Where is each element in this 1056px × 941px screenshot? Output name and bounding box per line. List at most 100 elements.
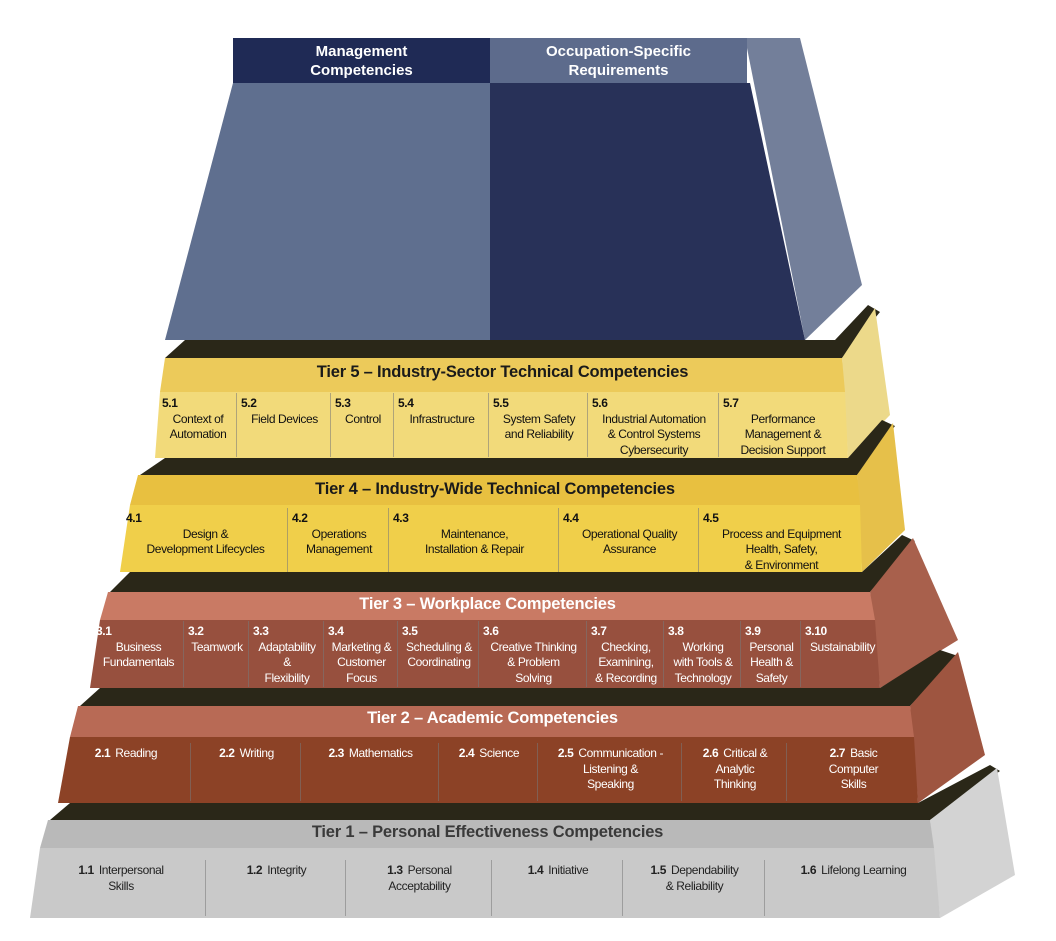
tier4-title-bg	[130, 475, 860, 505]
competency-label: Operations Management	[305, 526, 373, 557]
competency-number: 4.4	[563, 511, 579, 525]
competency-label: Critical & Analytic Thinking	[713, 746, 768, 791]
competency-label: Personal Acceptability	[388, 863, 452, 893]
competency-label: Mathematics	[348, 746, 413, 760]
competency-label: Initiative	[548, 863, 589, 877]
competency-number: 5.6	[592, 396, 608, 410]
competency-number: 3.7	[591, 624, 607, 638]
competency-number: 4.3	[393, 511, 409, 525]
tier1-items-bg	[30, 848, 940, 918]
competency-block: 1.1 Interpersonal Skills	[35, 860, 205, 916]
competency-label: System Safety and Reliability	[502, 411, 576, 442]
competency-label: Field Devices	[251, 411, 318, 426]
competency-label: Adaptability & Flexibility	[258, 639, 316, 685]
competency-number: 5.3	[335, 396, 351, 410]
tier5-items-bg	[155, 392, 848, 458]
competency-label: Context of Automation	[169, 411, 227, 442]
competency-number: 4.1	[126, 511, 142, 525]
competency-number: 1.4	[527, 863, 544, 877]
tier3-title-bg	[100, 592, 875, 620]
competency-label: Communication - Listening & Speaking	[578, 746, 664, 791]
competency-label: Performance Management & Decision Suppor…	[740, 411, 826, 457]
competency-label: Interpersonal Skills	[98, 863, 164, 893]
competency-label: Scheduling & Coordinating	[406, 639, 472, 670]
tier1-shelf	[50, 765, 1000, 820]
tier4-side	[857, 423, 905, 572]
competency-number: 2.6	[702, 746, 719, 760]
competency-number: 5.5	[493, 396, 509, 410]
competency-number: 2.7	[829, 746, 846, 760]
competency-number: 1.1	[78, 863, 94, 877]
competency-label: Creative Thinking & Problem Solving	[490, 639, 577, 685]
competency-number: 4.5	[703, 511, 719, 525]
competency-label: Personal Health & Safety	[749, 639, 794, 685]
competency-number: 4.2	[292, 511, 308, 525]
competency-label: Infrastructure	[409, 411, 475, 426]
tier4-shelf	[140, 420, 895, 475]
competency-number: 2.1	[94, 746, 111, 760]
management-competencies-header: Management Competencies	[310, 43, 413, 79]
competency-number: 3.5	[402, 624, 418, 638]
competency-label: Process and Equipment Health, Safety, & …	[721, 526, 841, 572]
competency-number: 1.3	[387, 863, 403, 877]
tier5-shelf	[165, 305, 880, 358]
competency-number: 3.2	[188, 624, 204, 638]
competency-label: Writing	[239, 746, 275, 760]
competency-number: 1.6	[800, 863, 817, 877]
competency-block: 2.5 Communication - Listening & Speaking	[537, 743, 681, 801]
competency-label: Teamwork	[191, 639, 243, 654]
tier4-title: Tier 4 – Industry-Wide Technical Compete…	[315, 480, 675, 498]
competency-label: Control	[345, 411, 381, 426]
top-block-side	[745, 38, 862, 340]
competency-block: 1.4 Initiative	[491, 860, 622, 916]
tier4-items-bg	[120, 505, 862, 572]
occupation-specific-requirements-header: Occupation-Specific Requirements	[545, 43, 692, 79]
tier1-title: Tier 1 – Personal Effectiveness Competen…	[311, 823, 664, 841]
tier1-side	[930, 768, 1015, 918]
competency-label: Basic Computer Skills	[828, 746, 879, 791]
tier5-side	[842, 308, 890, 458]
competency-number: 5.1	[162, 396, 178, 410]
competency-number: 3.10	[805, 624, 827, 638]
competency-number: 1.2	[246, 863, 263, 877]
tier2-side	[910, 652, 985, 803]
competency-label: Checking, Examining, & Recording	[595, 639, 657, 685]
competency-number: 2.3	[328, 746, 344, 760]
tier2-title-bg	[70, 706, 914, 737]
competency-label: Maintenance, Installation & Repair	[425, 526, 524, 557]
tier2-title: Tier 2 – Academic Competencies	[367, 709, 618, 727]
competency-label: Reading	[115, 746, 158, 760]
competency-label: Working with Tools & Technology	[673, 639, 733, 685]
tier3-title: Tier 3 – Workplace Competencies	[359, 595, 616, 613]
competency-number: 2.4	[458, 746, 475, 760]
competency-number: 1.5	[650, 863, 667, 877]
competency-label: Design & Development Lifecycles	[146, 526, 265, 557]
competency-label: Operational Quality Assurance	[581, 526, 678, 557]
competency-label: Lifelong Learning	[821, 863, 907, 877]
tier5-title: Tier 5 – Industry-Sector Technical Compe…	[316, 363, 689, 381]
competency-number: 2.5	[557, 746, 574, 760]
